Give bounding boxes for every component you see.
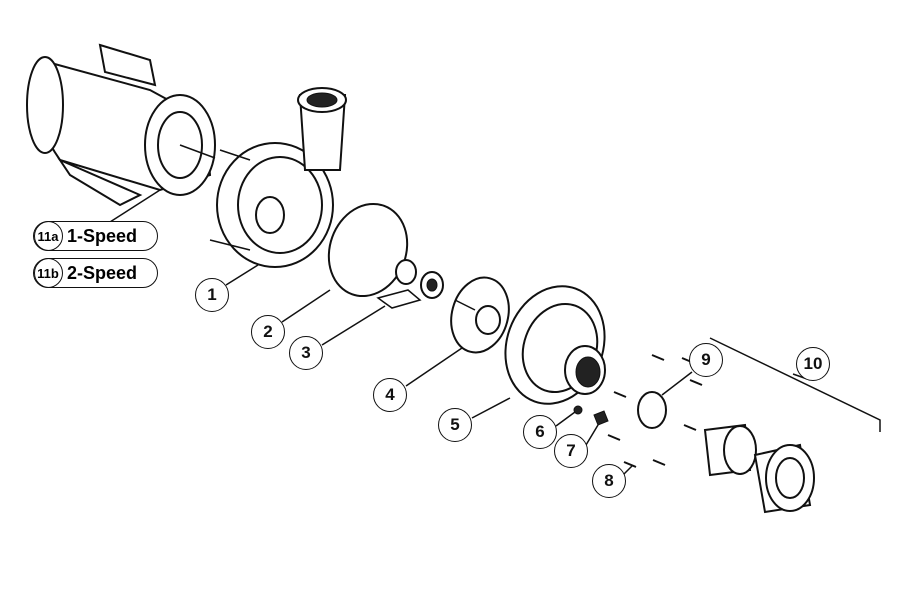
impeller <box>450 276 510 354</box>
motor <box>26 43 216 207</box>
callout-9: 9 <box>689 343 723 377</box>
callout-3: 3 <box>289 336 323 370</box>
callout-1: 1 <box>195 278 229 312</box>
seal <box>395 259 417 285</box>
motor-label-1-speed: 11a 1-Speed <box>33 221 158 251</box>
faceplate <box>504 285 606 405</box>
callout-2: 2 <box>251 315 285 349</box>
callout-10: 10 <box>796 347 830 381</box>
drain-plug <box>573 405 583 415</box>
callout-4: 4 <box>373 378 407 412</box>
part-number: 11b <box>33 258 63 288</box>
callout-6: 6 <box>523 415 557 449</box>
callout-5: 5 <box>438 408 472 442</box>
screws <box>607 354 703 468</box>
callout-8: 8 <box>592 464 626 498</box>
part-number: 11a <box>33 221 63 251</box>
motor-label-2-speed: 11b 2-Speed <box>33 258 158 288</box>
pump-housing <box>209 87 347 268</box>
union-fitting <box>703 423 815 514</box>
bracket-10 <box>709 337 881 432</box>
part-label: 1-Speed <box>67 225 138 246</box>
union-o-ring <box>637 391 667 429</box>
callout-7: 7 <box>554 434 588 468</box>
part-label: 2-Speed <box>67 262 138 283</box>
leader-11 <box>109 189 161 223</box>
